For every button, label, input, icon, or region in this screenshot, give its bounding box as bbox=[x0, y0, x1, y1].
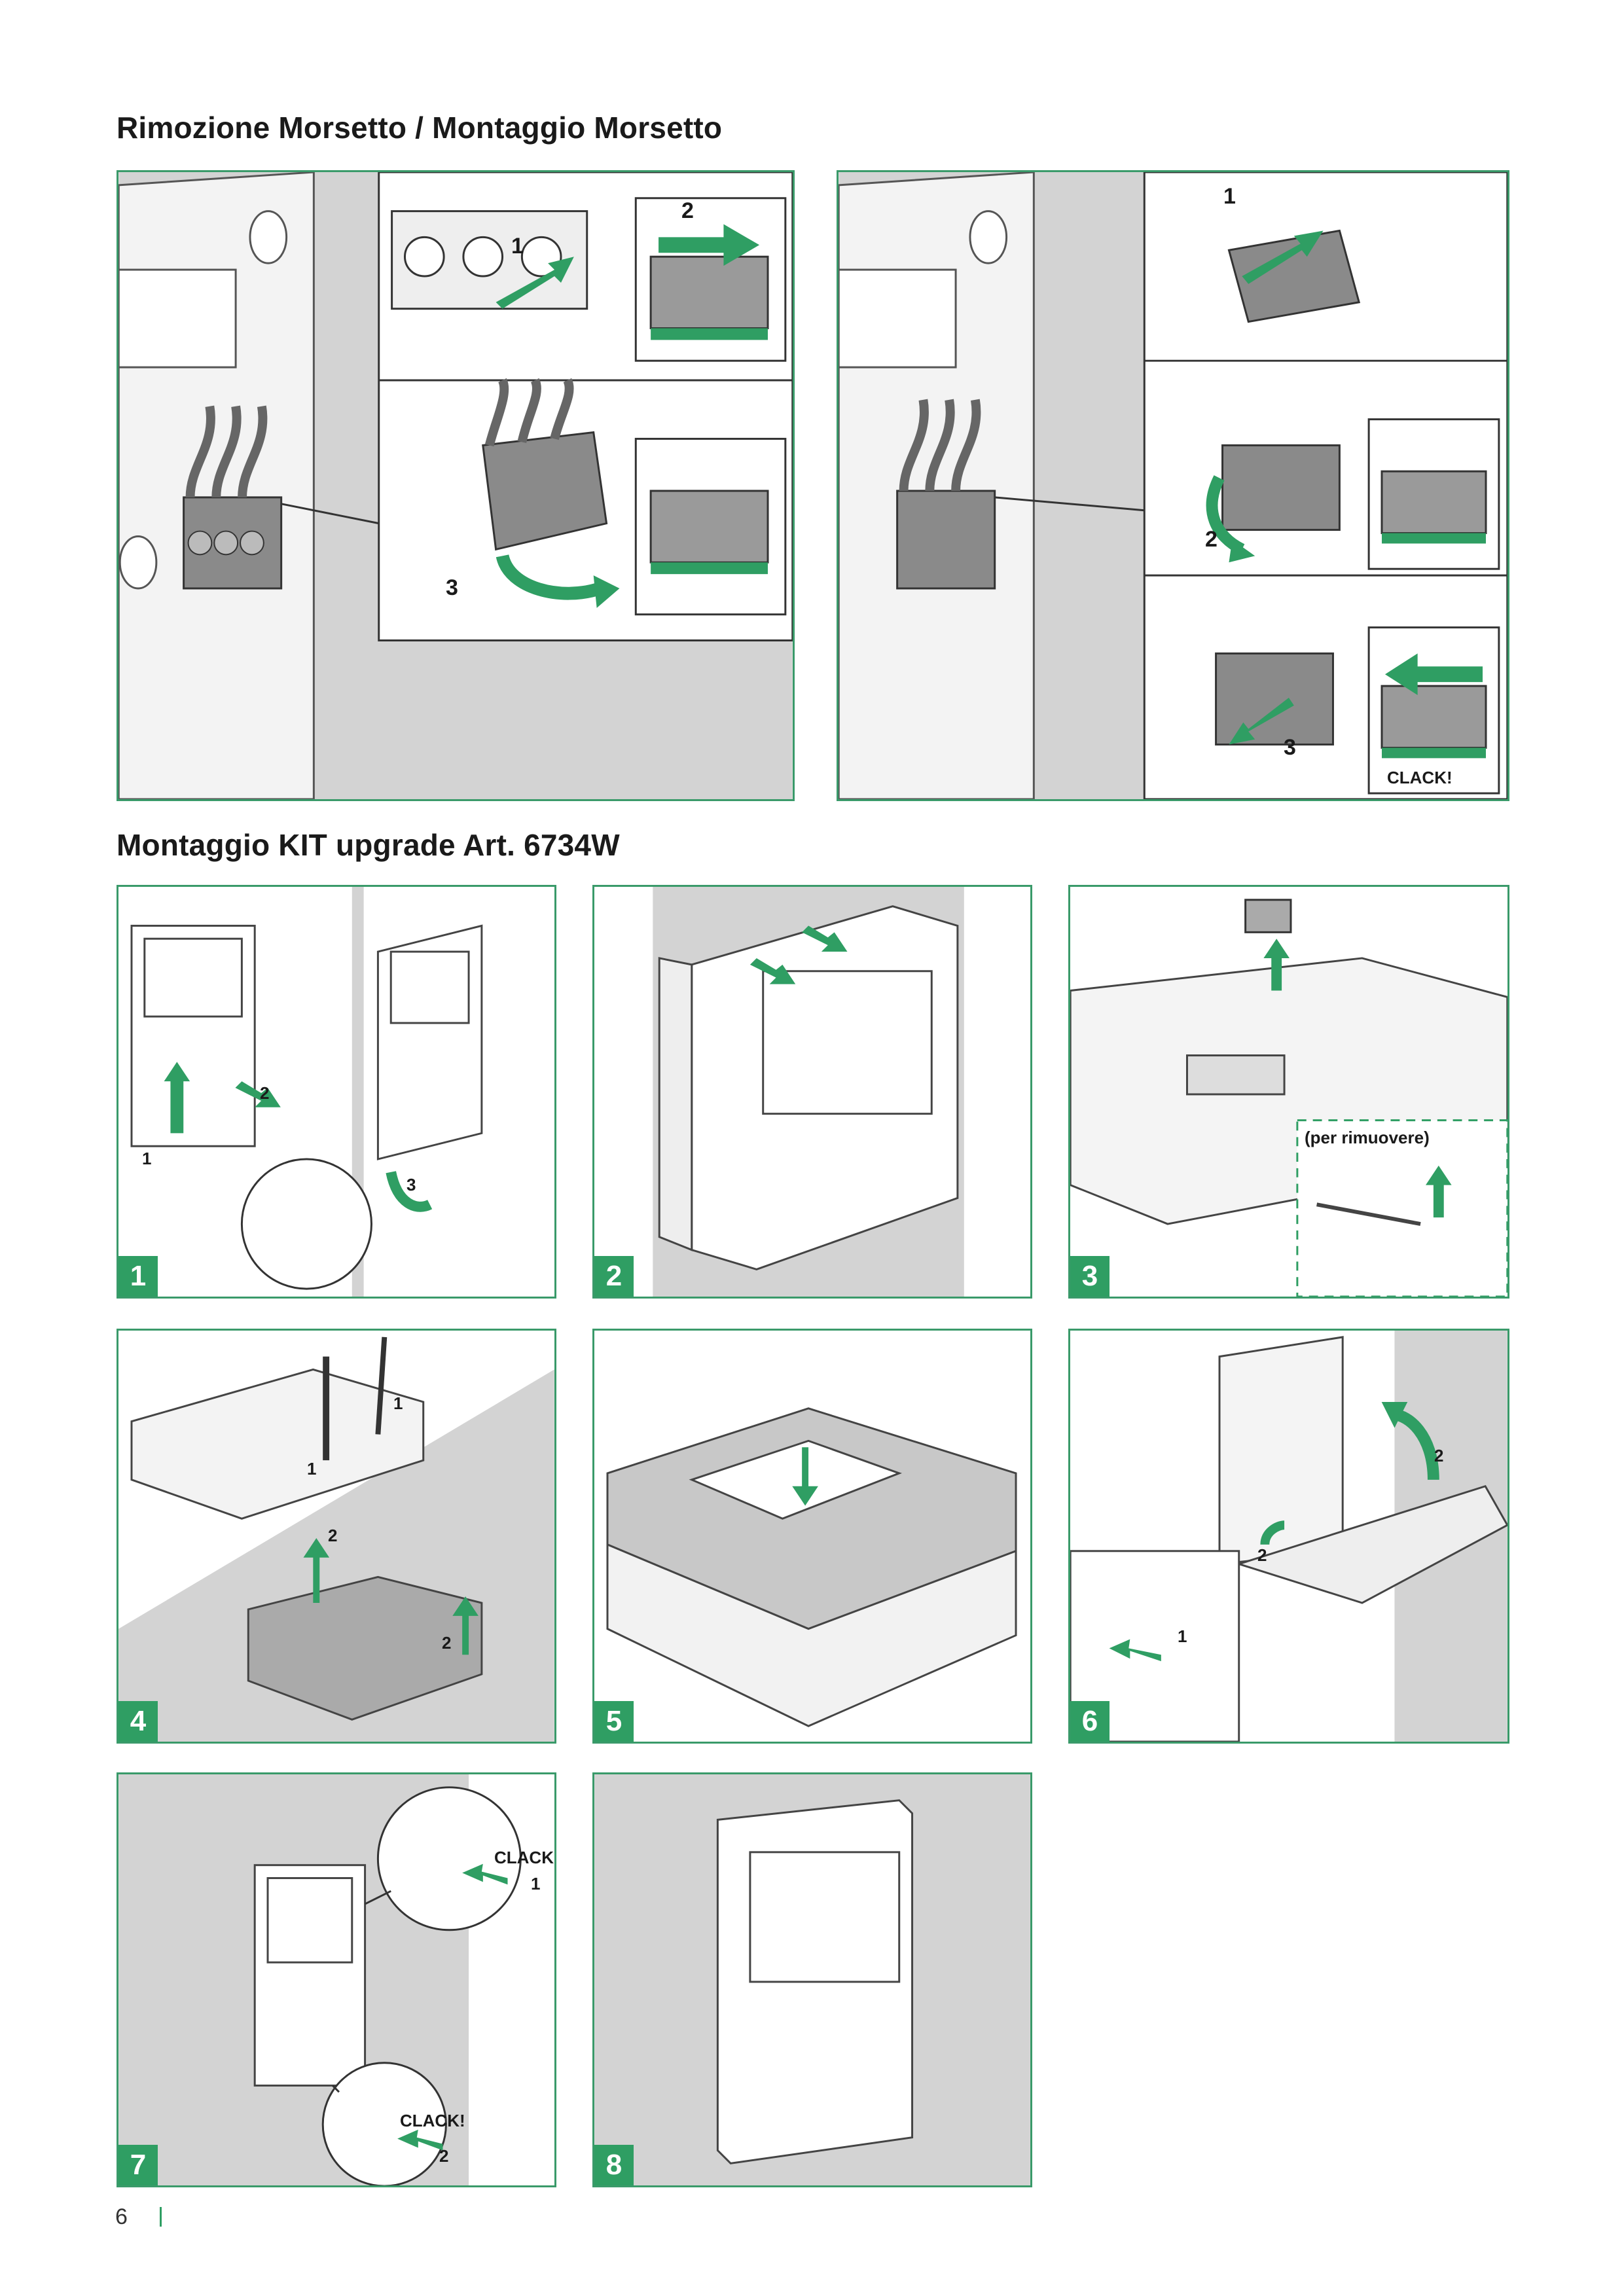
callout-2: 2 bbox=[1434, 1446, 1444, 1465]
clack-label: CLACK! bbox=[400, 2111, 465, 2130]
step-badge: 6 bbox=[1070, 1701, 1110, 1742]
callout-1: 1 bbox=[307, 1459, 317, 1479]
callout-2: 2 bbox=[328, 1526, 338, 1545]
callout-2: 2 bbox=[1205, 527, 1218, 552]
callout-2: 2 bbox=[439, 2146, 449, 2166]
section-title-kit-upgrade: Montaggio KIT upgrade Art. 6734W bbox=[117, 828, 620, 862]
callout-2: 2 bbox=[442, 1633, 452, 1653]
callout-3: 3 bbox=[446, 575, 458, 600]
step-badge: 3 bbox=[1070, 1256, 1110, 1297]
step-panel-2: 2 bbox=[592, 885, 1032, 1299]
step-panel-6: 2 2 1 6 bbox=[1068, 1329, 1509, 1744]
step-2-illustration bbox=[594, 887, 1030, 1297]
terminal-removal-illustration bbox=[118, 172, 793, 799]
callout-1: 1 bbox=[1223, 184, 1236, 209]
step-panel-4: 1 1 2 2 4 bbox=[117, 1329, 556, 1744]
step-panel-1: 1 2 3 1 bbox=[117, 885, 556, 1299]
callout-2: 2 bbox=[1257, 1545, 1267, 1565]
terminal-mounting-illustration bbox=[839, 172, 1507, 799]
section-title-terminal: Rimozione Morsetto / Montaggio Morsetto bbox=[117, 111, 723, 145]
step-badge: 5 bbox=[594, 1701, 634, 1742]
page-number-divider bbox=[160, 2207, 162, 2227]
step-5-illustration bbox=[594, 1331, 1030, 1742]
clack-label: CLACK! bbox=[1387, 768, 1453, 787]
step-badge: 7 bbox=[118, 2145, 158, 2185]
step-panel-7: CLACK! 1 CLACK! 2 7 bbox=[117, 1772, 556, 2187]
callout-3: 3 bbox=[1284, 735, 1296, 760]
per-rimuovere-label: (per rimuovere) bbox=[1305, 1128, 1430, 1147]
callout-1: 1 bbox=[1178, 1626, 1187, 1646]
callout-2: 2 bbox=[681, 198, 694, 223]
step-badge: 4 bbox=[118, 1701, 158, 1742]
step-badge: 2 bbox=[594, 1256, 634, 1297]
step-panel-3: (per rimuovere) 3 bbox=[1068, 885, 1509, 1299]
step-panel-8: 8 bbox=[592, 1772, 1032, 2187]
callout-1: 1 bbox=[511, 234, 524, 259]
step-7-illustration bbox=[118, 1774, 554, 2185]
terminal-removal-figure: 1 2 3 bbox=[117, 170, 795, 801]
callout-1: 1 bbox=[531, 1874, 541, 1893]
step-8-illustration bbox=[594, 1774, 1030, 2185]
clack-label: CLACK! bbox=[494, 1848, 556, 1867]
page-number: 6 bbox=[115, 2204, 128, 2229]
step-1-illustration bbox=[118, 887, 554, 1297]
step-panel-5: 5 bbox=[592, 1329, 1032, 1744]
callout-1: 1 bbox=[142, 1149, 152, 1168]
step-3-illustration bbox=[1070, 887, 1507, 1297]
step-4-illustration bbox=[118, 1331, 554, 1742]
step-badge: 8 bbox=[594, 2145, 634, 2185]
callout-2: 2 bbox=[260, 1083, 270, 1103]
callout-3: 3 bbox=[406, 1175, 416, 1194]
step-6-illustration bbox=[1070, 1331, 1507, 1742]
callout-1: 1 bbox=[393, 1393, 403, 1413]
step-badge: 1 bbox=[118, 1256, 158, 1297]
terminal-mounting-figure: 1 2 3 CLACK! bbox=[837, 170, 1509, 801]
